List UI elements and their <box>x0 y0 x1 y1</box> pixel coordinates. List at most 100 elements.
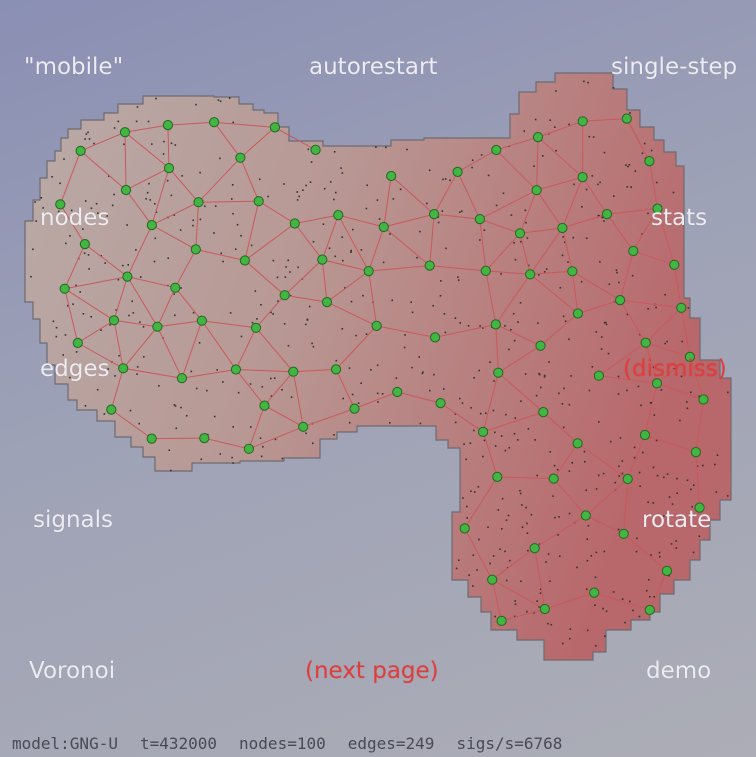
dismiss-button[interactable]: (dismiss) <box>623 356 727 382</box>
graph-edge <box>244 260 286 296</box>
signal-dot <box>482 455 484 458</box>
signal-dot <box>342 259 344 262</box>
signal-dot <box>190 370 193 373</box>
signal-dot <box>459 211 461 213</box>
signal-dot <box>180 287 182 289</box>
signal-dot <box>439 295 442 297</box>
node-dot <box>577 172 588 183</box>
signal-dot <box>174 314 176 317</box>
signal-dot <box>473 429 475 432</box>
signal-dot <box>571 462 573 464</box>
signal-dot <box>492 555 495 557</box>
signal-dot <box>432 304 434 307</box>
signal-dot <box>256 318 258 320</box>
graph-edge <box>338 214 384 228</box>
signal-dot <box>117 278 120 281</box>
signal-dot <box>618 281 620 284</box>
signal-dot <box>376 199 379 201</box>
mobile-toggle[interactable]: "mobile" <box>24 54 124 80</box>
signal-dot <box>334 255 336 258</box>
signal-dot <box>629 112 631 114</box>
signal-dot <box>617 375 620 378</box>
signal-dot <box>525 221 527 224</box>
graph-edge <box>585 515 624 535</box>
signal-dot <box>88 138 91 140</box>
autorestart-toggle[interactable]: autorestart <box>309 54 438 80</box>
node-dot <box>557 222 568 234</box>
signal-dot <box>650 554 652 556</box>
signal-dot <box>109 324 111 326</box>
signal-dot <box>216 369 218 371</box>
signal-dot <box>533 165 535 167</box>
signal-dot <box>508 348 510 351</box>
signal-dot <box>276 276 279 279</box>
signal-dot <box>568 338 570 341</box>
signal-dot <box>595 645 597 647</box>
signal-dot <box>505 413 507 416</box>
signal-dot <box>49 364 52 366</box>
signal-dot <box>352 228 354 231</box>
signal-dot <box>306 319 309 321</box>
signal-dot <box>552 495 554 497</box>
graph-edge <box>619 250 634 301</box>
graph-edge <box>125 167 170 191</box>
signal-dot <box>404 334 406 336</box>
nodes-toggle[interactable]: nodes <box>40 205 110 231</box>
signal-dot <box>649 402 652 404</box>
signal-dot <box>391 299 393 302</box>
signal-dot <box>599 181 601 184</box>
rotate-toggle[interactable]: rotate <box>642 507 712 533</box>
signals-toggle[interactable]: signals <box>33 507 114 533</box>
graph-edge <box>495 323 541 347</box>
node-dot <box>622 473 633 485</box>
graph-edge <box>80 131 126 152</box>
signal-dot <box>311 342 313 345</box>
graph-edge <box>322 259 369 272</box>
signal-dot <box>173 293 175 295</box>
signal-dot <box>411 366 413 369</box>
signal-dot <box>597 183 599 186</box>
signal-dot <box>274 438 277 441</box>
voronoi-toggle[interactable]: Voronoi <box>29 658 116 684</box>
signal-dot <box>170 142 173 145</box>
signal-dot <box>168 449 171 451</box>
signal-dot <box>228 97 231 99</box>
stats-toggle[interactable]: stats <box>651 205 708 231</box>
node-dot <box>193 197 204 208</box>
next-page-button[interactable]: (next page) <box>305 658 439 684</box>
signal-dot <box>500 435 503 437</box>
graph-edge <box>235 369 265 406</box>
graph-edge <box>562 213 608 229</box>
signal-dot <box>543 271 546 273</box>
signal-dot <box>514 603 517 605</box>
signal-dot <box>454 421 457 424</box>
node-dot <box>378 221 389 233</box>
signal-dot <box>696 465 699 467</box>
graph-edge <box>168 167 199 203</box>
signal-dot <box>192 219 194 222</box>
graph-edge <box>80 150 127 191</box>
edges-toggle[interactable]: edges <box>40 356 110 382</box>
graph-edge <box>64 288 79 344</box>
signal-dot <box>113 127 116 129</box>
signal-dot <box>617 528 620 531</box>
signal-dot <box>52 320 55 323</box>
single-step-toggle[interactable]: single-step <box>611 54 738 80</box>
node-dot <box>580 510 591 521</box>
signal-dot <box>69 235 71 237</box>
signal-dot <box>562 236 564 238</box>
node-dot <box>59 283 70 294</box>
graph-edge <box>627 434 646 480</box>
node-dot <box>429 209 440 220</box>
signal-dot <box>545 268 548 270</box>
graph-edge <box>264 371 294 406</box>
signal-dot <box>586 538 588 540</box>
signal-dot <box>537 322 539 324</box>
signal-dot <box>147 120 150 123</box>
status-model: model:GNG-U <box>12 734 118 753</box>
signal-dot <box>538 543 541 546</box>
signal-dot <box>312 345 315 348</box>
signal-dot <box>562 315 565 318</box>
demo-toggle[interactable]: demo <box>646 658 712 684</box>
